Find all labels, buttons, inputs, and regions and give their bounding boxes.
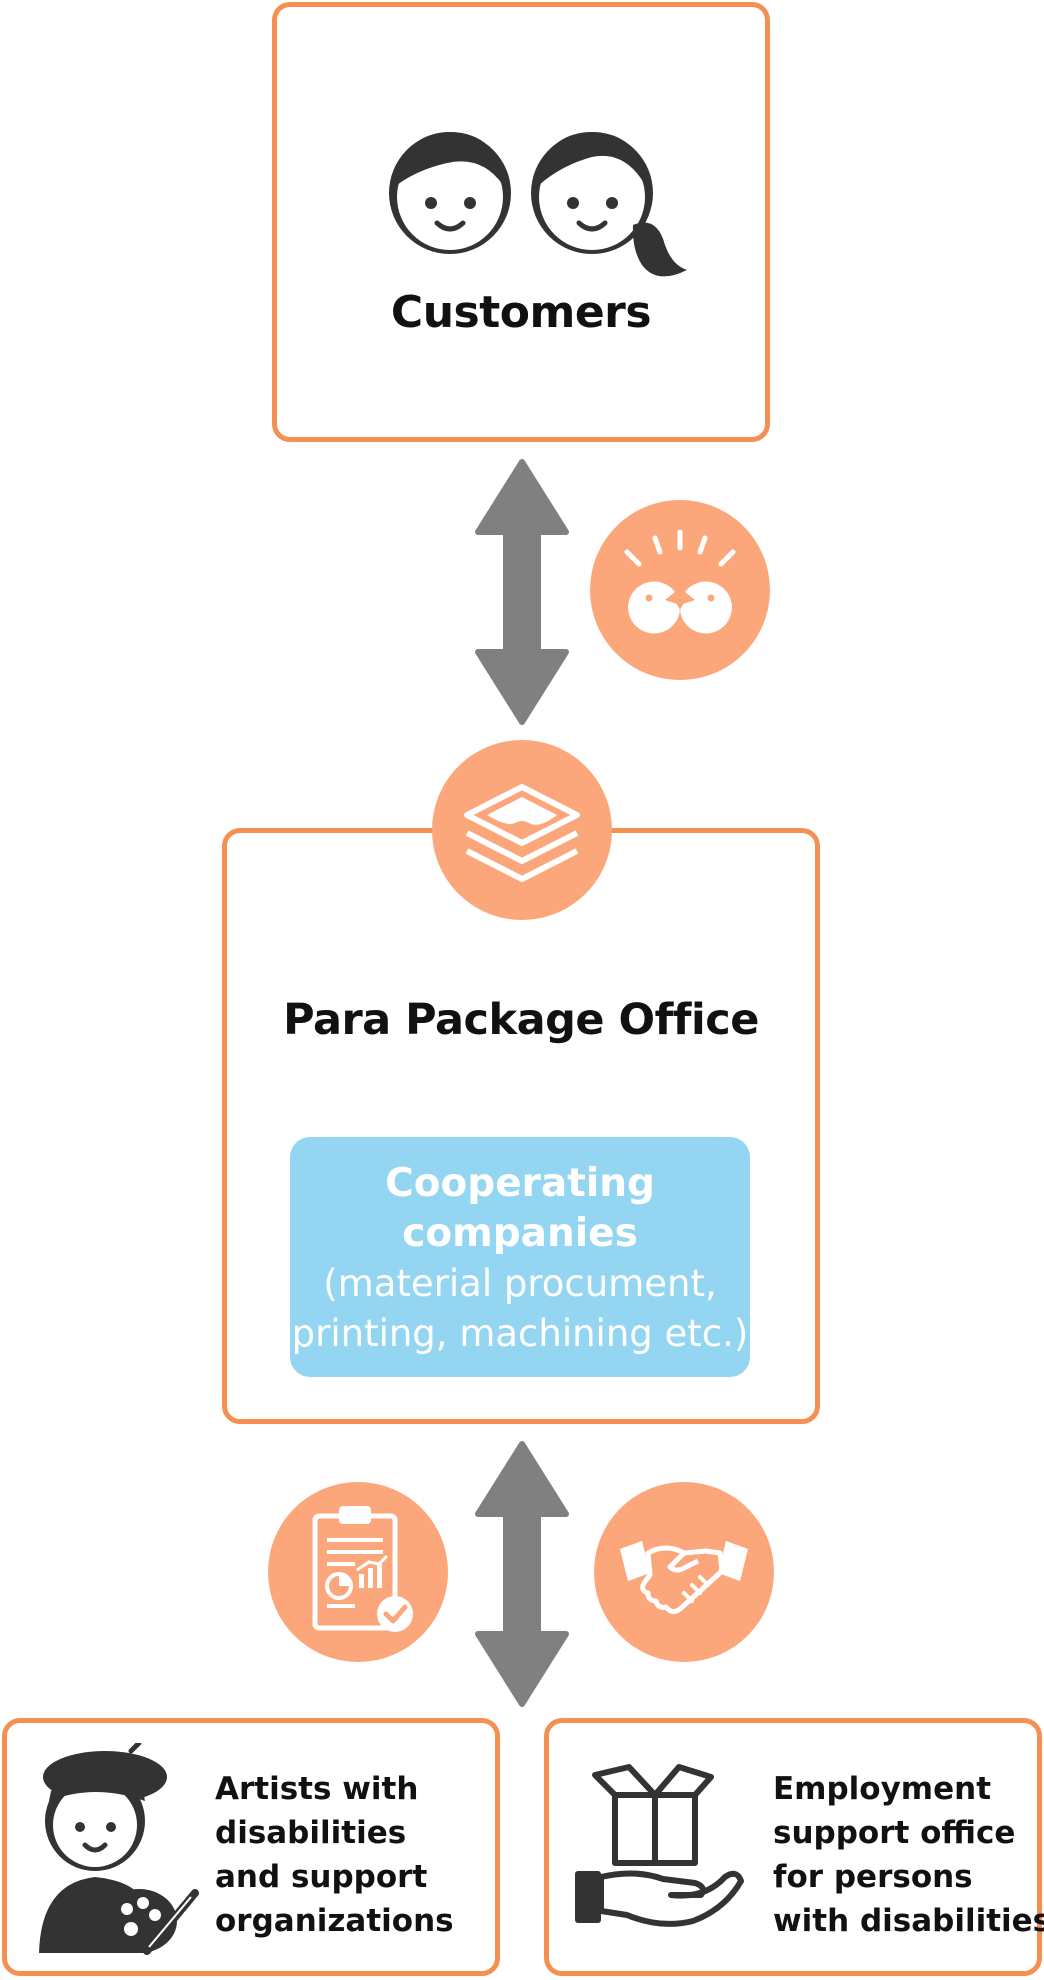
customers-couple-icon xyxy=(387,125,707,285)
artists-line3: and support xyxy=(215,1859,428,1895)
cooperating-companies-box: Cooperating companies (material procumen… xyxy=(290,1137,750,1377)
office-title: Para Package Office xyxy=(283,995,759,1045)
employment-line2: support office xyxy=(773,1815,1016,1851)
employment-line1: Employment xyxy=(773,1771,992,1807)
artists-line4: organizations xyxy=(215,1903,454,1939)
customers-box: Customers xyxy=(272,2,770,442)
clipboard-report-icon xyxy=(268,1482,448,1662)
coop-line1: Cooperating xyxy=(385,1161,655,1206)
employment-label: Employment support office for persons wi… xyxy=(773,1767,1044,1943)
employment-box: Employment support office for persons wi… xyxy=(544,1718,1044,1976)
artist-with-palette-icon xyxy=(35,1743,215,1958)
employment-line4: with disabilities xyxy=(773,1903,1044,1939)
conversation-icon xyxy=(590,500,770,680)
coop-line4: printing, machining etc.) xyxy=(291,1312,749,1355)
package-layers-icon xyxy=(432,740,612,920)
coop-line3: (material procument, xyxy=(323,1262,717,1305)
upper-double-arrow-icon xyxy=(472,458,572,726)
box-on-hand-icon xyxy=(575,1759,755,1939)
handshake-icon xyxy=(594,1482,774,1662)
artists-line1: Artists with xyxy=(215,1771,419,1807)
customers-title: Customers xyxy=(390,287,652,338)
coop-line2: companies xyxy=(402,1211,638,1256)
artists-label: Artists with disabilities and support or… xyxy=(215,1767,454,1943)
artists-box: Artists with disabilities and support or… xyxy=(2,1718,500,1976)
employment-line3: for persons xyxy=(773,1859,973,1895)
artists-line2: disabilities xyxy=(215,1815,407,1851)
lower-double-arrow-icon xyxy=(472,1440,572,1708)
